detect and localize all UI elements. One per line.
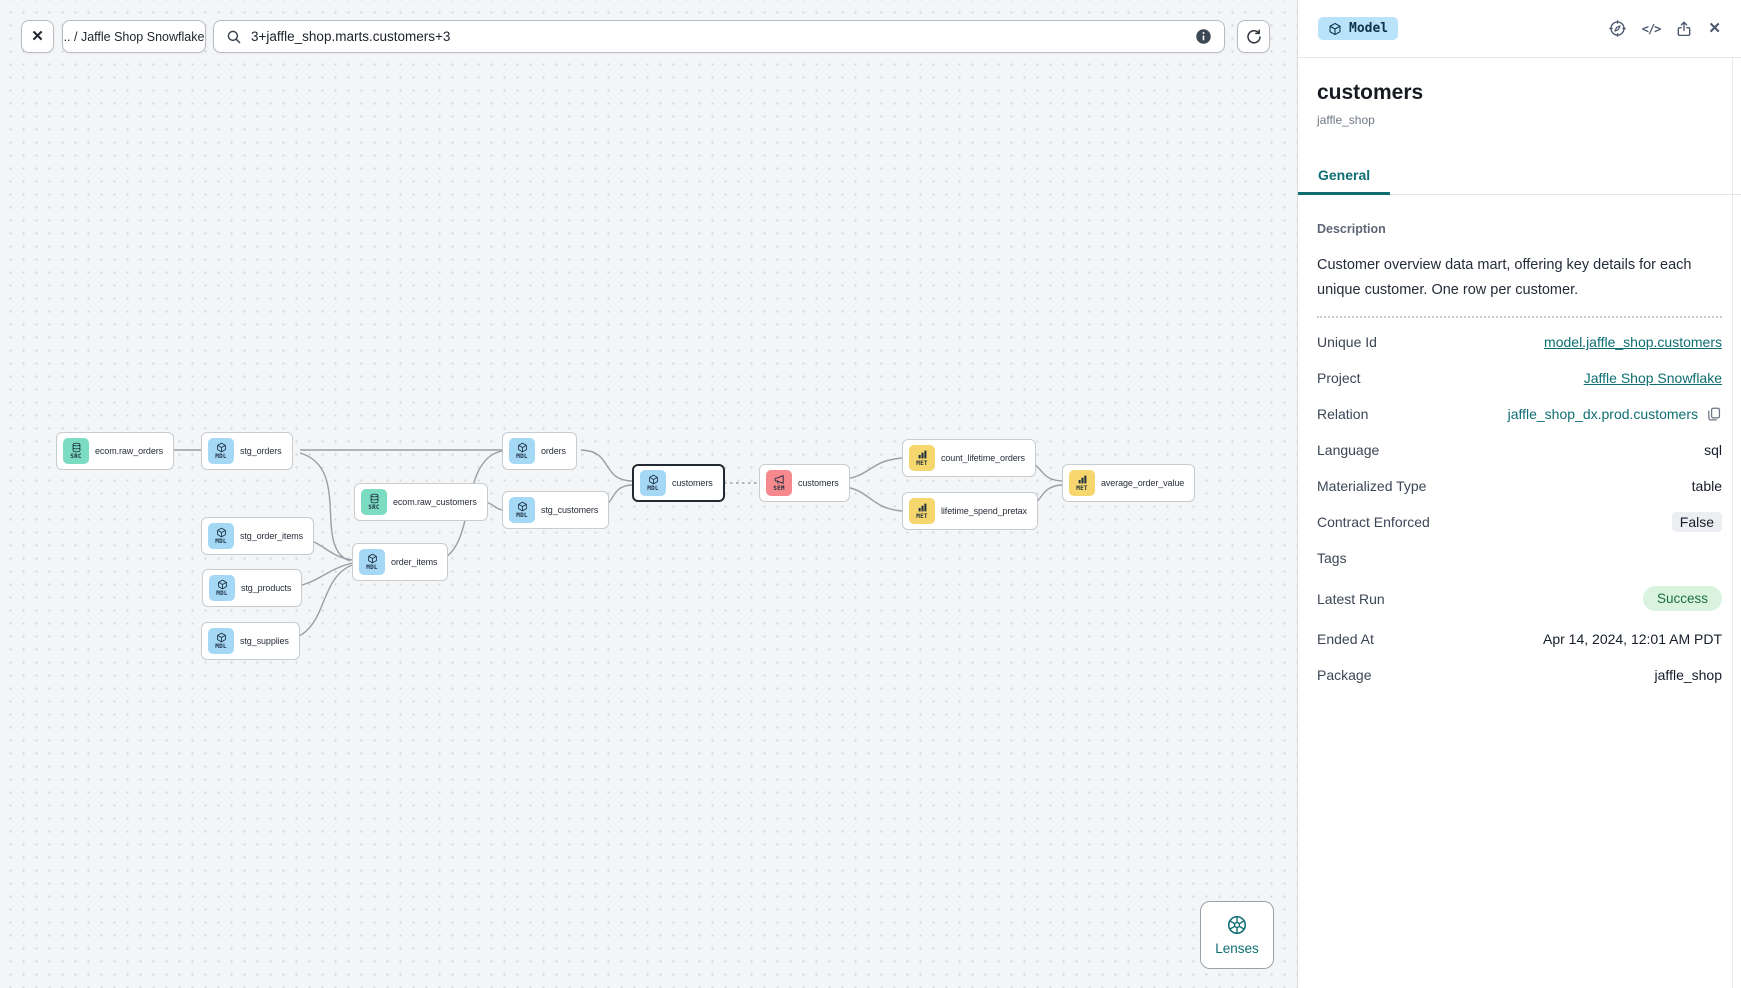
bar-chart-icon: MET	[909, 498, 935, 524]
graph-node-stg-supplies[interactable]: MDL stg_supplies	[201, 622, 300, 660]
graph-node-ecom-raw-orders[interactable]: SRC ecom.raw_orders	[56, 432, 175, 470]
bar-chart-icon: MET	[909, 445, 935, 471]
project-link[interactable]: Jaffle Shop Snowflake	[1583, 370, 1722, 386]
cube-icon: MDL	[208, 523, 234, 549]
field-label: Contract Enforced	[1317, 514, 1430, 530]
copy-icon[interactable]	[1706, 406, 1722, 422]
cube-icon: MDL	[209, 575, 235, 601]
field-label: Materialized Type	[1317, 478, 1427, 494]
cube-icon: MDL	[509, 497, 535, 523]
aperture-icon	[1226, 914, 1248, 936]
contract-enforced-badge: False	[1671, 512, 1722, 532]
details-panel: Model </> ✕ customers jaffle_shop Genera…	[1297, 0, 1741, 988]
field-label: Language	[1317, 442, 1380, 458]
graph-node-ecom-raw-customers[interactable]: SRC ecom.raw_customers	[354, 483, 488, 521]
field-row-language: Language sql	[1317, 432, 1722, 468]
field-row-latest-run: Latest Run Success	[1317, 576, 1722, 621]
description-label: Description	[1317, 222, 1386, 236]
graph-node-stg-orders[interactable]: MDL stg_orders	[201, 432, 293, 470]
cube-icon: MDL	[359, 549, 385, 575]
graph-node-customers-semantic[interactable]: SEM customers	[759, 464, 850, 502]
graph-node-order-items[interactable]: MDL order_items	[352, 543, 449, 581]
materialized-type-value: table	[1691, 478, 1722, 494]
field-row-package: Package jaffle_shop	[1317, 657, 1722, 693]
breadcrumb[interactable]: .. / Jaffle Shop Snowflake	[62, 20, 206, 53]
search-input[interactable]	[251, 29, 1186, 44]
field-row-relation: Relation jaffle_shop_dx.prod.customers	[1317, 396, 1722, 432]
lineage-search[interactable]	[213, 20, 1225, 53]
field-label: Ended At	[1317, 631, 1374, 647]
panel-scrollbar[interactable]	[1732, 58, 1733, 988]
field-row-tags: Tags	[1317, 540, 1722, 576]
database-icon: SRC	[361, 489, 387, 515]
status-badge: Success	[1642, 586, 1722, 611]
divider	[1317, 316, 1722, 318]
panel-header: Model </> ✕	[1298, 0, 1741, 58]
package-subtitle: jaffle_shop	[1317, 113, 1375, 127]
compass-icon[interactable]	[1608, 19, 1627, 38]
megaphone-icon: SEM	[766, 470, 792, 496]
graph-node-stg-customers[interactable]: MDL stg_customers	[502, 491, 610, 529]
lenses-label: Lenses	[1215, 941, 1259, 956]
field-row-ended-at: Ended At Apr 14, 2024, 12:01 AM PDT	[1317, 621, 1722, 657]
graph-node-stg-order-items[interactable]: MDL stg_order_items	[201, 517, 315, 555]
graph-node-average-order-value[interactable]: MET average_order_value	[1062, 464, 1196, 502]
close-icon: ✕	[31, 28, 44, 45]
description-text: Customer overview data mart, offering ke…	[1317, 257, 1692, 298]
ended-at-value: Apr 14, 2024, 12:01 AM PDT	[1543, 631, 1722, 647]
database-icon: SRC	[63, 438, 89, 464]
field-row-unique-id: Unique Id model.jaffle_shop.customers	[1317, 324, 1722, 360]
package-value: jaffle_shop	[1654, 667, 1722, 683]
refresh-icon	[1245, 28, 1263, 46]
field-row-project: Project Jaffle Shop Snowflake	[1317, 360, 1722, 396]
relation-value: jaffle_shop_dx.prod.customers	[1507, 406, 1698, 422]
graph-node-count-lifetime-orders[interactable]: MET count_lifetime_orders	[902, 439, 1036, 477]
close-panel-icon[interactable]: ✕	[1708, 20, 1721, 37]
lineage-canvas[interactable]: ✕ .. / Jaffle Shop Snowflake SRC ecom.ra…	[0, 0, 1297, 988]
tab-general[interactable]: General	[1298, 158, 1391, 195]
field-label: Relation	[1317, 406, 1369, 422]
field-label: Tags	[1317, 550, 1347, 566]
cube-icon: MDL	[208, 628, 234, 654]
field-label: Unique Id	[1317, 334, 1377, 350]
search-icon	[226, 29, 242, 45]
cube-icon: MDL	[208, 438, 234, 464]
field-label: Project	[1317, 370, 1361, 386]
field-label: Package	[1317, 667, 1372, 683]
page-title: customers	[1317, 81, 1424, 104]
model-type-badge: Model	[1318, 17, 1399, 40]
graph-node-lifetime-spend-pretax[interactable]: MET lifetime_spend_pretax	[902, 492, 1038, 530]
field-row-materialized-type: Materialized Type table	[1317, 468, 1722, 504]
field-row-contract-enforced: Contract Enforced False	[1317, 504, 1722, 540]
cube-icon: MDL	[640, 470, 666, 496]
panel-tabs: General	[1298, 158, 1741, 195]
share-icon[interactable]	[1675, 20, 1693, 38]
graph-node-stg-products[interactable]: MDL stg_products	[202, 569, 303, 607]
field-label: Latest Run	[1317, 590, 1385, 607]
refresh-button[interactable]	[1237, 20, 1270, 53]
bar-chart-icon: MET	[1069, 470, 1095, 496]
cube-icon	[1328, 22, 1342, 36]
close-graph-button[interactable]: ✕	[21, 20, 54, 53]
lenses-button[interactable]: Lenses	[1200, 901, 1274, 969]
code-icon[interactable]: </>	[1641, 21, 1662, 36]
info-icon[interactable]	[1195, 28, 1212, 45]
graph-node-customers-model[interactable]: MDL customers	[632, 464, 725, 502]
language-value: sql	[1704, 442, 1722, 458]
unique-id-link[interactable]: model.jaffle_shop.customers	[1544, 334, 1722, 350]
graph-node-orders[interactable]: MDL orders	[502, 432, 577, 470]
cube-icon: MDL	[509, 438, 535, 464]
